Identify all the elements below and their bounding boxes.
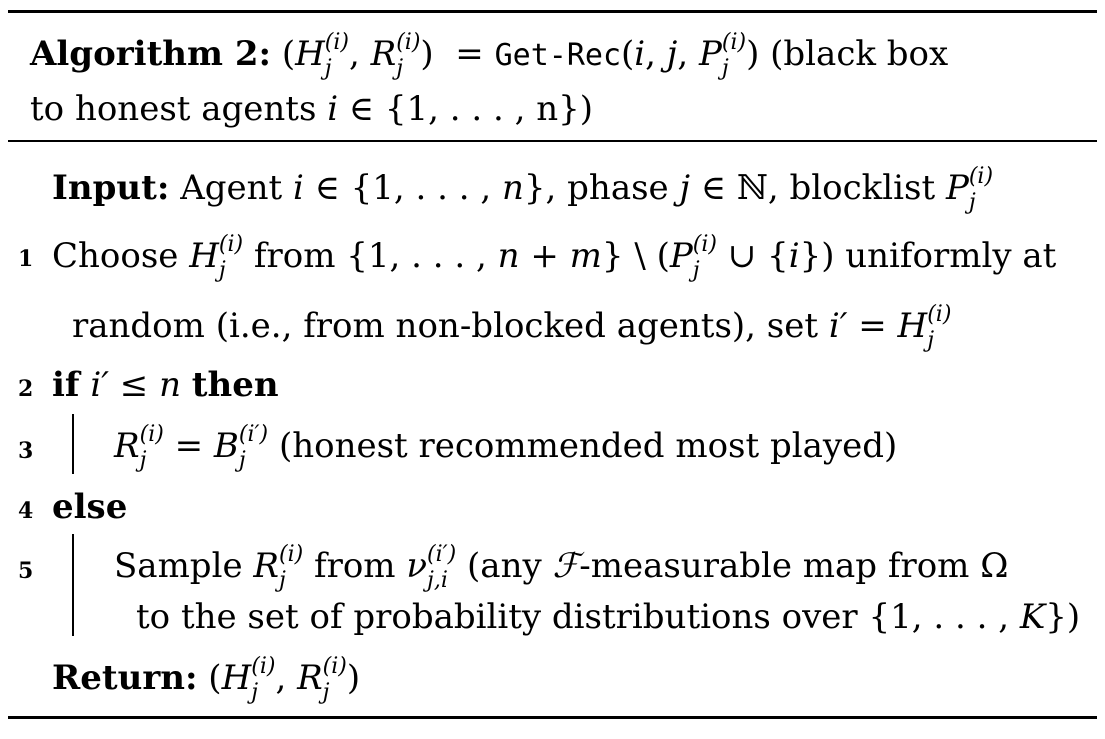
keyword-else: else [52,487,128,527]
step-1-text-a: Choose [52,236,179,276]
step-1-cont: random (i.e., from non-blocked agents), … [72,302,952,353]
step-5-text-c: (any [467,546,542,586]
input-text-2: ∈ {1, . . . , [314,168,492,208]
input-text-3: }, phase [523,168,669,208]
input-text-1: Agent [180,168,283,208]
algorithm-caption-line-2: to honest agents i ∈ {1, . . . , n}) [30,89,594,129]
caption-range: {1, . . . , n}) [384,89,594,129]
step-5-cont-text-a: to the set of probability distributions … [136,597,1010,637]
algorithm-caption: Algorithm 2: (H(i)j, R(i)j) = Get-Rec(i,… [30,30,949,81]
step-1-cont-text: random (i.e., from non-blocked agents), … [72,306,819,346]
step-1-text-b: from {1, . . . , [253,236,487,276]
input-label: Input: [52,168,170,208]
return-label: Return: [52,658,198,698]
step-3: R(i)j = B(i′)j (honest recommended most … [114,422,898,473]
step-1-text-c: } \ ( [601,236,670,276]
function-name: Get-Rec [494,38,622,73]
step-1-text-d: ∪ { [727,236,789,276]
step-5-text-d: -measurable map from Ω [579,546,1009,586]
input-line: Input: Agent i ∈ {1, . . . , n}, phase j… [52,164,994,215]
step-1: Choose H(i)j from {1, . . . , n + m} \ (… [52,232,1057,283]
top-rule [8,10,1097,13]
else-block-bar [72,534,74,636]
keyword-if: if [52,365,80,405]
line-number-4: 4 [18,498,34,524]
step-5-cont: to the set of probability distributions … [136,597,1081,637]
step-5-text-a: Sample [114,546,243,586]
line-number-1: 1 [18,246,34,272]
return-line: Return: (H(i)j, R(i)j) [52,654,361,705]
step-5-text-b: from [314,546,396,586]
step-3-text: (honest recommended most played) [278,426,898,466]
line-number-5: 5 [18,558,34,584]
step-4: else [52,490,127,524]
caption-suffix-2: to honest agents [30,89,317,129]
bottom-rule [8,716,1097,719]
step-2: if i′ ≤ n then [52,365,279,405]
step-5-cont-text-b: }) [1045,597,1081,637]
input-text-4: ∈ ℕ, blocklist [700,168,936,208]
keyword-then: then [191,365,279,405]
if-block-bar [72,414,74,474]
line-number-3: 3 [18,438,34,464]
caption-suffix-1: (black box [770,34,949,74]
step-1-text-e: }) uniformly at [799,236,1057,276]
line-number-2: 2 [18,376,34,402]
caption-rule [8,140,1097,142]
step-5: Sample R(i)j from ν(i′)j,i (any ℱ-measur… [114,542,1009,593]
algorithm-label: Algorithm 2: [30,34,272,74]
